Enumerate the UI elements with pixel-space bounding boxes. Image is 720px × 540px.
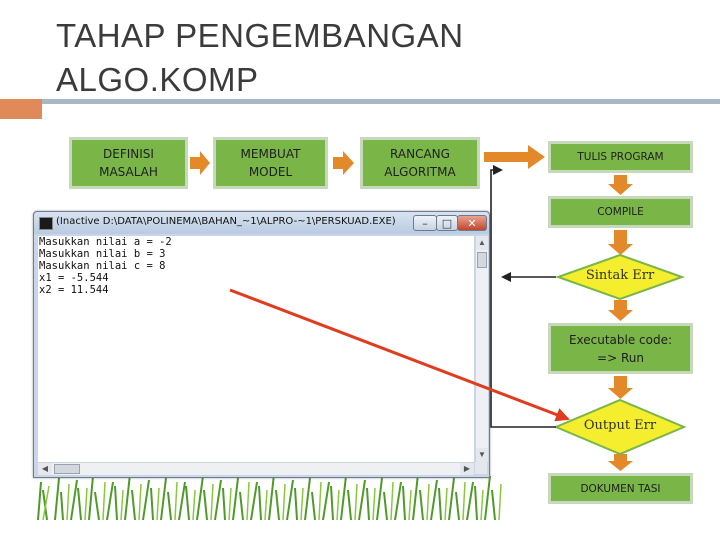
box-tulis-program: TULIS PROGRAM bbox=[548, 141, 693, 173]
slide-title: TAHAP PENGEMBANGAN ALGO.KOMP bbox=[56, 14, 656, 102]
scrollbar-corner bbox=[475, 462, 487, 474]
slide-title-line-2: ALGO.KOMP bbox=[56, 61, 259, 98]
scroll-up-icon[interactable]: ▲ bbox=[476, 236, 488, 250]
console-line: Masukkan nilai a = -2 bbox=[39, 236, 172, 248]
box-compile-label: COMPILE bbox=[597, 206, 644, 218]
vertical-scrollbar[interactable]: ▲ ▼ bbox=[475, 236, 488, 462]
arrow-executable-to-output bbox=[608, 376, 633, 399]
console-app-icon bbox=[39, 217, 53, 230]
box-compile: COMPILE bbox=[548, 196, 693, 228]
console-line: Masukkan nilai c = 8 bbox=[39, 260, 166, 272]
minimize-button[interactable]: – bbox=[413, 215, 437, 231]
arrow-output-to-dokumentasi bbox=[608, 454, 633, 471]
box-definisi-label: DEFINISI MASALAH bbox=[99, 147, 158, 179]
console-window: (Inactive D:\DATA\POLINEMA\BAHAN_~1\ALPR… bbox=[33, 211, 490, 478]
console-line: Masukkan nilai b = 3 bbox=[39, 248, 166, 260]
horizontal-scrollbar[interactable]: ◀ ▶ bbox=[38, 462, 474, 475]
vertical-scroll-thumb[interactable] bbox=[477, 252, 487, 268]
arrow-compile-to-sintak bbox=[608, 230, 633, 255]
scroll-down-icon[interactable]: ▼ bbox=[476, 448, 488, 462]
box-rancang-algoritma: RANCANG ALGORITMA bbox=[360, 137, 480, 189]
box-membuat-model: MEMBUAT MODEL bbox=[213, 137, 328, 189]
close-button[interactable]: ✕ bbox=[457, 215, 487, 231]
maximize-button[interactable]: □ bbox=[436, 215, 458, 231]
box-definisi-masalah: DEFINISI MASALAH bbox=[69, 137, 188, 189]
box-executable-code: Executable code: => Run bbox=[548, 323, 693, 374]
horizontal-scroll-thumb[interactable] bbox=[54, 464, 80, 474]
grass-decoration bbox=[37, 473, 502, 520]
diamond-output-label: Output Err bbox=[583, 418, 657, 433]
title-accent-bar bbox=[0, 99, 42, 119]
scroll-left-icon[interactable]: ◀ bbox=[38, 463, 52, 475]
box-dokumentasi-label: DOKUMEN TASI bbox=[580, 482, 661, 495]
feedback-line-output-error bbox=[490, 165, 556, 428]
arrow-membuat-to-rancang bbox=[333, 151, 354, 175]
slide-title-line-1: TAHAP PENGEMBANGAN bbox=[56, 17, 464, 54]
console-titlebar: (Inactive D:\DATA\POLINEMA\BAHAN_~1\ALPR… bbox=[34, 212, 489, 234]
box-tulis-label: TULIS PROGRAM bbox=[577, 151, 664, 163]
arrow-definisi-to-membuat bbox=[190, 151, 210, 175]
box-executable-label: Executable code: => Run bbox=[568, 332, 673, 365]
console-line: x2 = 11.544 bbox=[39, 284, 109, 296]
arrow-tulis-to-compile bbox=[608, 175, 633, 195]
console-line: x1 = -5.544 bbox=[39, 272, 109, 284]
console-output: Masukkan nilai a = -2 Masukkan nilai b =… bbox=[38, 236, 474, 462]
box-membuat-label: MEMBUAT MODEL bbox=[240, 147, 301, 179]
scroll-right-icon[interactable]: ▶ bbox=[460, 463, 474, 475]
arrow-rancang-to-tulis bbox=[484, 145, 545, 169]
console-title: (Inactive D:\DATA\POLINEMA\BAHAN_~1\ALPR… bbox=[56, 216, 396, 227]
diamond-sintak-label: Sintak Err bbox=[585, 268, 655, 283]
arrow-sintak-to-executable bbox=[608, 300, 633, 321]
box-rancang-label: RANCANG ALGORITMA bbox=[384, 147, 456, 179]
box-dokumentasi: DOKUMEN TASI bbox=[548, 473, 693, 504]
title-divider bbox=[42, 99, 720, 104]
